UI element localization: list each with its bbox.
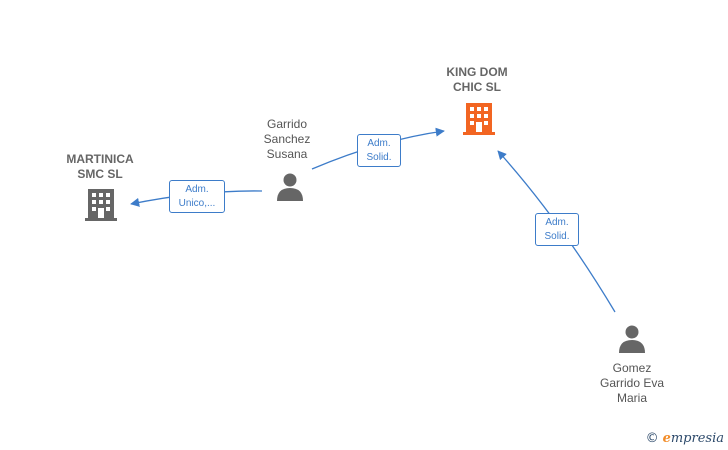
brand-initial: e	[662, 431, 671, 446]
building-icon[interactable]	[85, 187, 117, 221]
brand-name: mpresia	[670, 431, 724, 446]
building-icon[interactable]	[463, 101, 495, 135]
edge-label-garrido-martinica[interactable]: Adm. Unico,...	[169, 180, 225, 213]
copyright-symbol: ©	[645, 431, 659, 446]
edge-label-gomez-king-dom[interactable]: Adm. Solid.	[535, 213, 579, 246]
person-name-garrido[interactable]: Garrido Sanchez Susana	[263, 117, 311, 161]
person-icon[interactable]	[275, 172, 305, 202]
company-name-king-dom[interactable]: KING DOM CHIC SL	[446, 65, 508, 94]
company-name-martinica[interactable]: MARTINICA SMC SL	[66, 152, 134, 181]
edge-label-garrido-king-dom[interactable]: Adm. Solid.	[357, 134, 401, 167]
empresia-logo: ©empresia	[646, 431, 724, 446]
person-name-gomez[interactable]: Gomez Garrido Eva Maria	[599, 361, 665, 405]
person-icon[interactable]	[617, 324, 647, 354]
